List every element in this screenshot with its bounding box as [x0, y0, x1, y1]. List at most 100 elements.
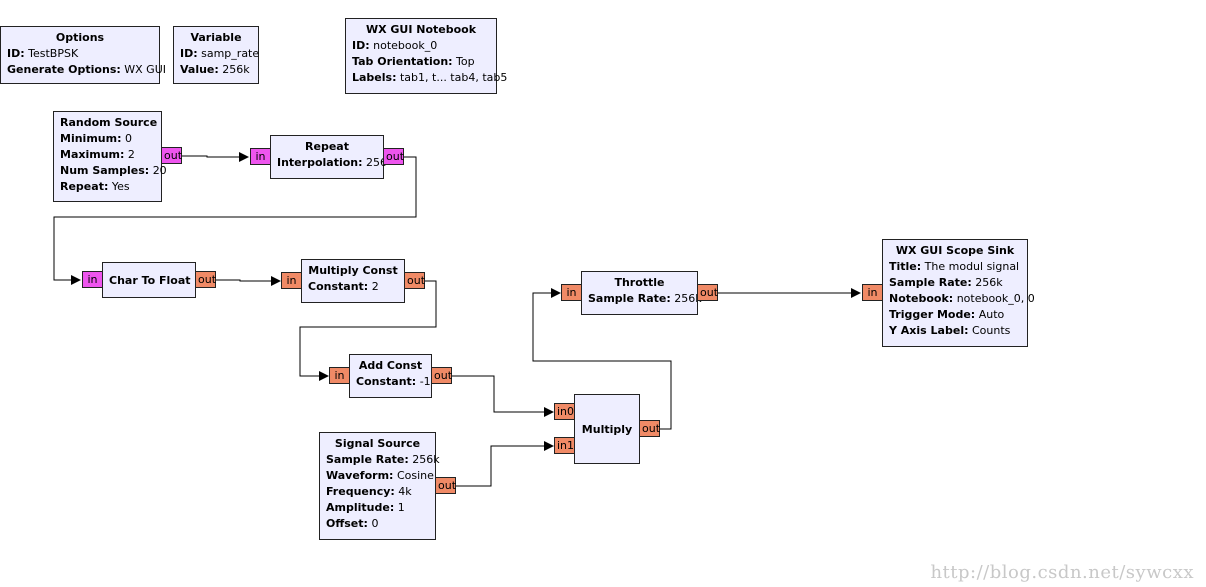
- param-row: Sample Rate: 256k: [326, 452, 440, 468]
- param-key: Maximum:: [60, 148, 125, 161]
- param-key: Y Axis Label:: [889, 324, 969, 337]
- param-list: ID: TestBPSK Generate Options: WX GUI: [7, 46, 166, 78]
- param-key: Waveform:: [326, 469, 394, 482]
- param-key: Constant:: [308, 280, 369, 293]
- block-title: Multiply Const: [308, 264, 398, 277]
- param-value: 256: [366, 156, 388, 169]
- param-key: Sample Rate:: [588, 292, 671, 305]
- param-key: Num Samples:: [60, 164, 150, 177]
- param-row: Generate Options: WX GUI: [7, 62, 166, 78]
- port-multiply-const-in[interactable]: in: [281, 272, 302, 289]
- param-key: Minimum:: [60, 132, 122, 145]
- param-row: Frequency: 4k: [326, 484, 429, 500]
- param-value: notebook_0, 0: [956, 292, 1035, 305]
- watermark: http://blog.csdn.net/sywcxx: [930, 562, 1194, 583]
- param-key: Repeat:: [60, 180, 109, 193]
- block-title: Char To Float: [109, 273, 191, 287]
- port-multiply-out[interactable]: out: [639, 420, 660, 437]
- port-random-source-out[interactable]: out: [161, 147, 182, 164]
- param-value: samp_rate: [201, 47, 260, 60]
- port-multiply-const-out[interactable]: out: [404, 272, 425, 289]
- block-title: WX GUI Notebook: [365, 23, 477, 36]
- port-multiply-in0[interactable]: in0: [554, 403, 575, 420]
- block-multiply-const[interactable]: Multiply Const Constant: 2: [301, 259, 405, 303]
- param-row: Interpolation: 256: [277, 155, 387, 171]
- param-row: Constant: 2: [308, 279, 398, 295]
- param-value: 0: [124, 132, 132, 145]
- port-char-to-float-in[interactable]: in: [82, 271, 103, 288]
- block-throttle[interactable]: Throttle Sample Rate: 256k: [581, 271, 702, 315]
- param-value: 256k: [222, 63, 250, 76]
- param-row: Waveform: Cosine: [326, 468, 434, 484]
- param-key: ID:: [7, 47, 25, 60]
- wire-multconst-to-addconst: [299, 280, 437, 381]
- block-title: Options: [55, 31, 105, 44]
- param-key: Generate Options:: [7, 63, 121, 76]
- block-wx-gui-scope-sink[interactable]: WX GUI Scope Sink Title: The modul signa…: [882, 239, 1035, 347]
- port-add-const-out[interactable]: out: [431, 367, 452, 384]
- param-value: 2: [371, 280, 379, 293]
- param-row: Labels: tab1, t... tab4, tab5: [352, 70, 507, 86]
- param-value: 0: [371, 517, 379, 530]
- param-key: ID:: [352, 39, 370, 52]
- param-row: ID: samp_rate: [180, 46, 259, 62]
- param-key: Trigger Mode:: [889, 308, 976, 321]
- param-value: 256k: [975, 276, 1003, 289]
- param-row: Minimum: 0: [60, 131, 155, 147]
- param-row: Amplitude: 1: [326, 500, 429, 516]
- block-repeat[interactable]: Repeat Interpolation: 256: [270, 135, 387, 179]
- param-key: Notebook:: [889, 292, 954, 305]
- param-row: Tab Orientation: Top: [352, 54, 490, 70]
- param-row: Trigger Mode: Auto: [889, 307, 1021, 323]
- block-title: Add Const: [358, 359, 423, 372]
- param-value: notebook_0: [373, 39, 438, 52]
- param-row: Sample Rate: 256k: [889, 275, 1021, 291]
- wire-signal-to-multiply: [456, 441, 554, 487]
- param-value: -1: [419, 375, 431, 388]
- param-row: Maximum: 2: [60, 147, 155, 163]
- port-repeat-out[interactable]: out: [383, 148, 404, 165]
- port-add-const-in[interactable]: in: [329, 367, 350, 384]
- port-throttle-out[interactable]: out: [697, 284, 718, 301]
- param-key: Offset:: [326, 517, 368, 530]
- param-row: Num Samples: 20: [60, 163, 167, 179]
- param-key: Sample Rate:: [326, 453, 409, 466]
- param-value: Counts: [972, 324, 1011, 337]
- param-value: Top: [456, 55, 475, 68]
- block-add-const[interactable]: Add Const Constant: -1: [349, 354, 432, 398]
- param-key: Frequency:: [326, 485, 395, 498]
- block-options[interactable]: Options ID: TestBPSK Generate Options: WX…: [0, 26, 166, 84]
- block-char-to-float[interactable]: Char To Float: [102, 262, 196, 298]
- wire-random-to-repeat: [181, 152, 249, 162]
- block-title: Repeat: [305, 140, 349, 153]
- port-repeat-in[interactable]: in: [250, 148, 271, 165]
- port-throttle-in[interactable]: in: [561, 284, 582, 301]
- param-list: Interpolation: 256: [277, 155, 387, 171]
- param-value: Yes: [111, 180, 130, 193]
- param-key: Sample Rate:: [889, 276, 972, 289]
- param-list: Sample Rate: 256k: [588, 291, 702, 307]
- param-value: 20: [152, 164, 167, 177]
- param-value: WX GUI: [124, 63, 166, 76]
- param-row: ID: notebook_0: [352, 38, 490, 54]
- block-multiply[interactable]: Multiply: [574, 394, 640, 464]
- port-signal-source-out[interactable]: out: [435, 477, 456, 494]
- param-value: TestBPSK: [28, 47, 79, 60]
- param-value: 256k: [412, 453, 440, 466]
- param-key: Title:: [889, 260, 922, 273]
- param-key: Tab Orientation:: [352, 55, 453, 68]
- param-key: Labels:: [352, 71, 397, 84]
- port-scope-sink-in[interactable]: in: [862, 284, 883, 301]
- param-row: Value: 256k: [180, 62, 252, 78]
- port-multiply-in1[interactable]: in1: [554, 437, 575, 454]
- port-char-to-float-out[interactable]: out: [195, 271, 216, 288]
